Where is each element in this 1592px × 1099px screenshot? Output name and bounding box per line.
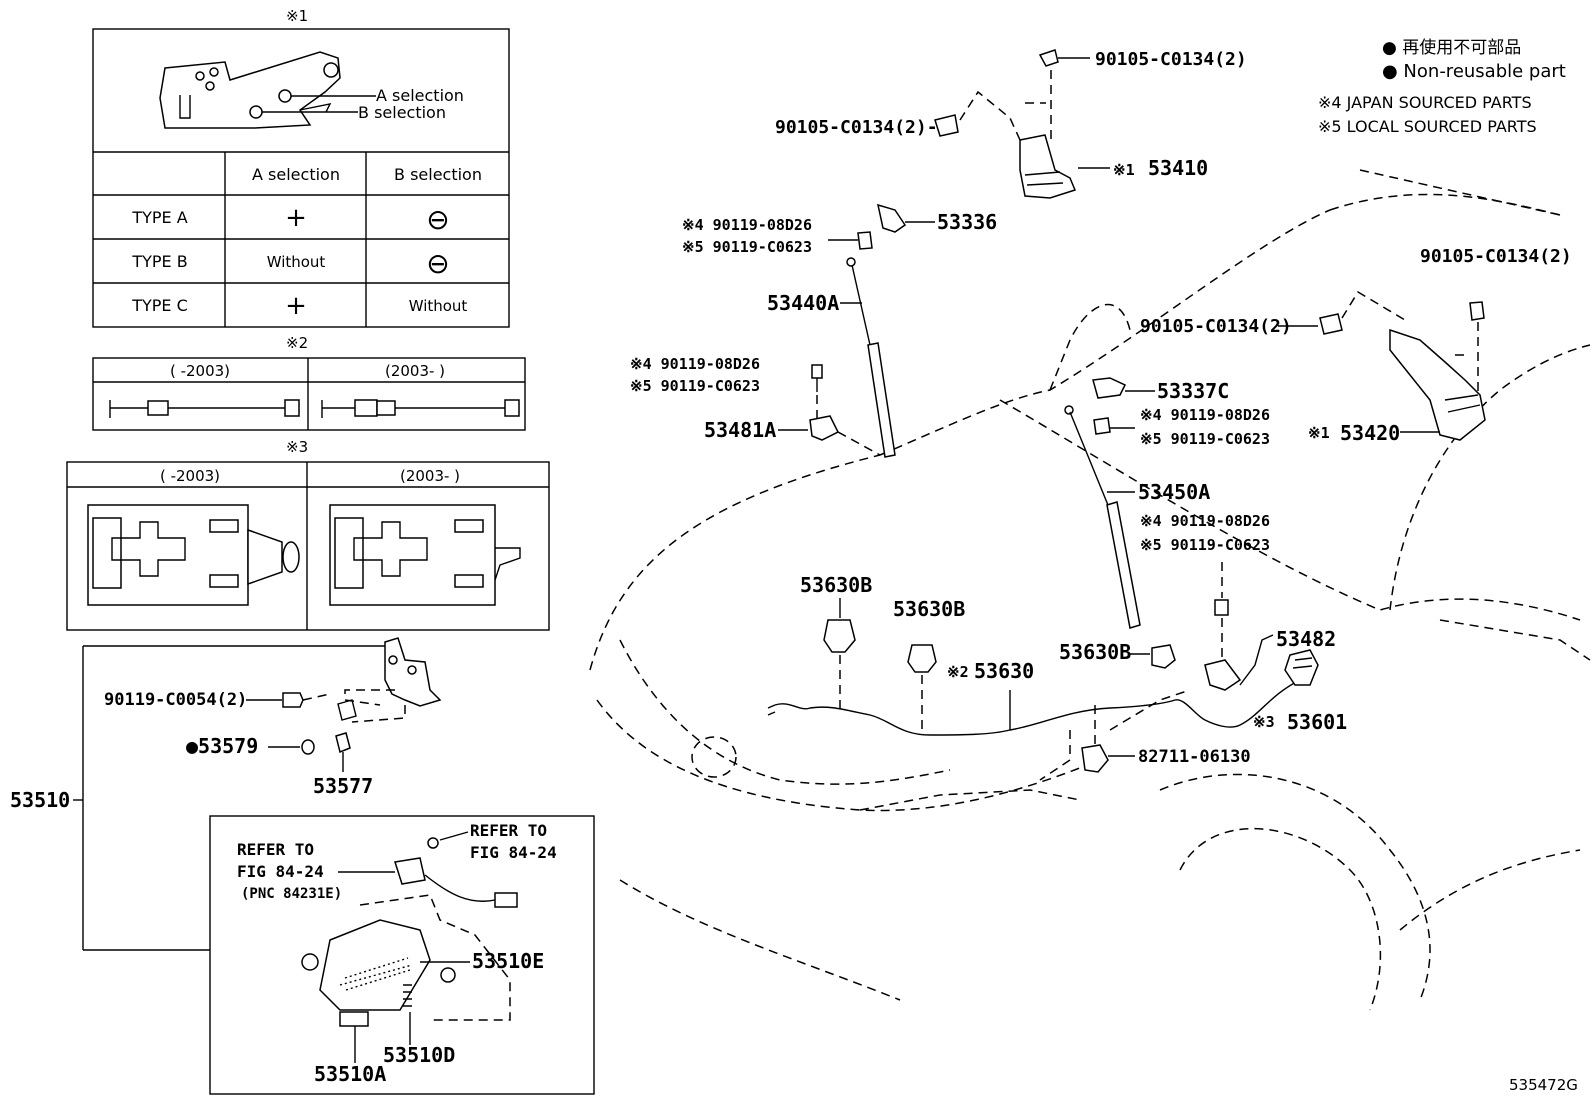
note1-mark: ※1	[286, 7, 308, 25]
refer-text: REFER TO	[470, 821, 547, 840]
refer-text: FIG 84-24	[237, 862, 324, 881]
note3-left: ( -2003)	[160, 467, 220, 485]
label-53579: ●53579	[186, 734, 258, 758]
vehicle-outline	[589, 169, 1591, 1011]
note1-row-b: ⊖	[426, 247, 449, 280]
legend-local-sourced: ※5 LOCAL SOURCED PARTS	[1318, 117, 1537, 136]
lock-lever-detail	[337, 699, 357, 721]
label-53410: 53410	[1148, 156, 1208, 180]
label-53577: 53577	[313, 774, 373, 798]
legend-japan-sourced: ※4 JAPAN SOURCED PARTS	[1318, 93, 1532, 112]
hinge-l-group: 90105-C0134(2) 90105-C0134(2)- ※1 53410	[775, 49, 1247, 199]
label-90105-c0134: 90105-C0134(2)	[1140, 316, 1292, 337]
stay-r-group: 53337C ※4 90119-08D26 ※5 90119-C0623 534…	[1064, 377, 1336, 691]
label-53420: 53420	[1340, 421, 1400, 445]
label-53440a: 53440A	[767, 291, 839, 315]
label-53336: 53336	[937, 210, 997, 234]
note2-left: ( -2003)	[170, 362, 230, 380]
label-53601: 53601	[1287, 710, 1347, 734]
note2-box: ( -2003) (2003- )	[92, 357, 526, 431]
lock-detail-inset	[209, 815, 595, 1095]
note1-row-b: ⊖	[426, 203, 449, 236]
note1-row-a: +	[285, 203, 307, 233]
label-82711-06130: 82711-06130	[1138, 747, 1251, 767]
note3-right: (2003- )	[400, 467, 460, 485]
note1-row-a: Without	[267, 253, 326, 271]
hinge-l-mark: ※1	[1113, 161, 1135, 179]
note1-b-label: B selection	[358, 103, 446, 122]
refer-text: (PNC 84231E)	[241, 886, 342, 902]
refer-text: REFER TO	[237, 840, 314, 859]
hinge-r-mark: ※1	[1308, 424, 1330, 442]
figure-id: 535472G	[1509, 1076, 1578, 1094]
label-53630: 53630	[974, 659, 1034, 683]
label-53510a: 53510A	[314, 1062, 386, 1086]
hood-lock-group: 53510 90119-C0054(2) ●53579 53577 REFER …	[10, 637, 595, 1095]
note3-box: ( -2003) (2003- )	[66, 461, 550, 631]
label-53337c: 53337C	[1157, 379, 1229, 403]
label-90105-c0134: 90105-C0134(2)-	[775, 117, 938, 138]
legend-nonreusable-en: ● Non-reusable part	[1382, 61, 1566, 82]
label-53630b: 53630B	[800, 573, 872, 597]
note1-row-a: +	[285, 291, 307, 321]
label-53510: 53510	[10, 788, 70, 812]
cable-group: 53630B 53630B 53630B ※2 53630 ※3 53601 8…	[767, 573, 1347, 773]
cable-mark: ※2	[947, 663, 969, 681]
label-53510d: 53510D	[383, 1043, 455, 1067]
label-bolt-local: ※5 90119-C0623	[1140, 430, 1270, 448]
note1-a-label: A selection	[376, 86, 464, 105]
label-90105-c0134: 90105-C0134(2)	[1095, 49, 1247, 70]
label-53630b: 53630B	[1059, 640, 1131, 664]
label-53482: 53482	[1276, 627, 1336, 651]
label-53481a: 53481A	[704, 418, 776, 442]
note1-bracket-sketch	[159, 51, 341, 129]
legend-nonreusable-jp: ● 再使用不可部品	[1382, 37, 1521, 58]
label-bolt-jp: ※4 90119-08D26	[1140, 406, 1270, 424]
label-53630b: 53630B	[893, 597, 965, 621]
label-bolt-jp: ※4 90119-08D26	[630, 355, 760, 373]
note2-right: (2003- )	[385, 362, 445, 380]
refer-text: FIG 84-24	[470, 843, 557, 862]
label-90119-c0054: 90119-C0054(2)	[104, 690, 247, 710]
note1-header-b: B selection	[394, 165, 482, 184]
note2-mark: ※2	[286, 334, 308, 352]
label-bolt-local: ※5 90119-C0623	[682, 238, 812, 256]
label-90105-c0134: 90105-C0134(2)	[1420, 246, 1572, 267]
note1-row-type: TYPE C	[131, 296, 188, 315]
note1-header-a: A selection	[252, 165, 340, 184]
label-bolt-local: ※5 90119-C0623	[1140, 536, 1270, 554]
note1-row-type: TYPE B	[131, 252, 187, 271]
hinge-r-group: 90105-C0134(2) 90105-C0134(2) ※1 53420	[1140, 246, 1572, 445]
note1-row-type: TYPE A	[131, 208, 187, 227]
stay-l-group: ※4 90119-08D26 ※5 90119-C0623 53336 5344…	[630, 203, 997, 458]
label-bolt-local: ※5 90119-C0623	[630, 377, 760, 395]
label-53450a: 53450A	[1138, 480, 1210, 504]
note3-mark: ※3	[286, 438, 308, 456]
label-53510e: 53510E	[472, 949, 544, 973]
label-bolt-jp: ※4 90119-08D26	[682, 216, 812, 234]
sw-mark: ※3	[1253, 713, 1275, 731]
label-bolt-jp: ※4 90119-08D26	[1140, 512, 1270, 530]
note1-row-b: Without	[409, 297, 468, 315]
note1-table: A selection B selection A selection B se…	[92, 28, 510, 328]
